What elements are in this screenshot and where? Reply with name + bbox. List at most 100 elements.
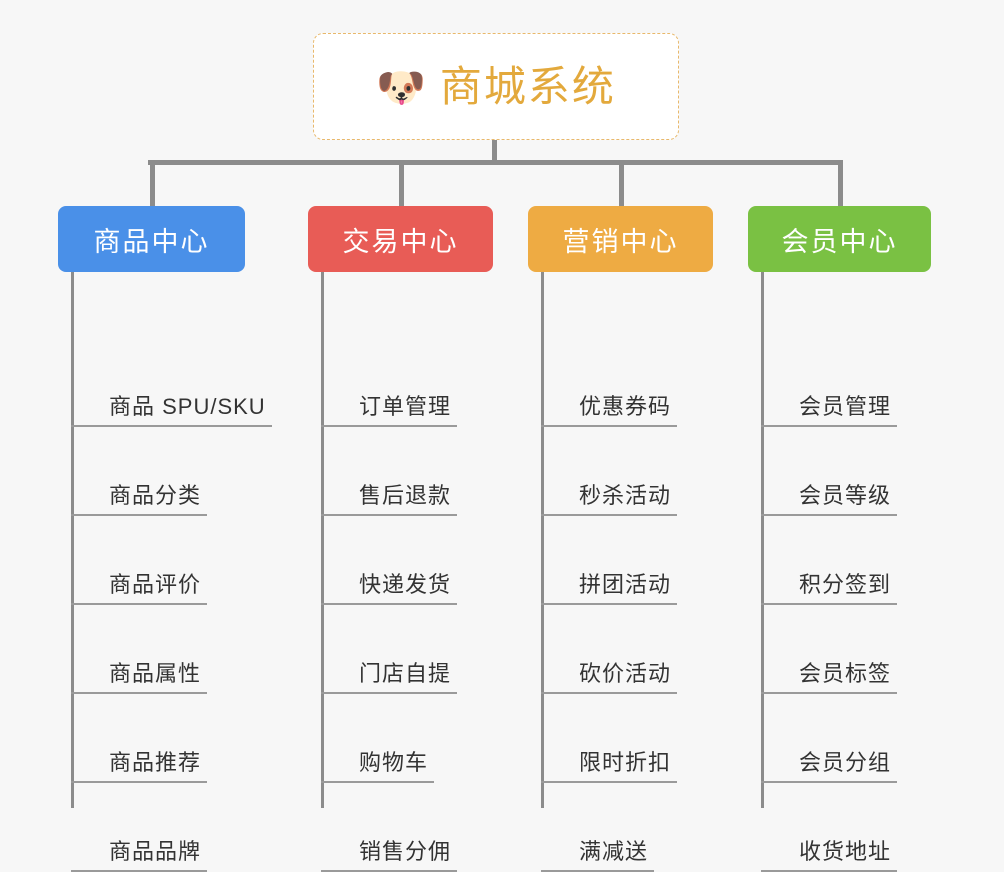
leaf-underline: 收货地址 (761, 838, 898, 872)
leaf-item[interactable]: 商品 SPU/SKU (71, 338, 272, 427)
column-product-center: 商品中心商品 SPU/SKU 商品分类商品评价商品属性商品推荐商品品牌 (58, 206, 272, 872)
connector-drop-member-center (838, 160, 843, 206)
leaf-item[interactable]: 商品分类 (71, 427, 208, 516)
leaf-underline: 限时折扣 (541, 749, 678, 783)
leaf-label: 售后退款 (359, 483, 452, 508)
leaf-label: 商品推荐 (109, 750, 202, 775)
leaf-label: 门店自提 (359, 661, 452, 686)
leaf-item[interactable]: 满减送 (541, 783, 655, 872)
leaf-underline: 购物车 (321, 749, 435, 783)
leaf-label: 收货地址 (799, 839, 892, 864)
leaf-underline: 快递发货 (321, 571, 458, 605)
column-marketing-center: 营销中心优惠券码秒杀活动拼团活动砍价活动限时折扣满减送 (528, 206, 713, 872)
leaf-underline: 会员管理 (761, 393, 898, 427)
leaf-item[interactable]: 会员分组 (761, 694, 898, 783)
leaf-underline: 拼团活动 (541, 571, 678, 605)
leaf-underline: 销售分佣 (321, 838, 458, 872)
leaf-label: 会员管理 (799, 394, 892, 419)
leaf-label: 会员等级 (799, 483, 892, 508)
leaf-item[interactable]: 砍价活动 (541, 605, 678, 694)
column-member-center: 会员中心会员管理会员等级积分签到会员标签会员分组收货地址 (748, 206, 931, 872)
column-spine-product-center (71, 272, 74, 808)
mindmap-canvas: 🐶 商城系统 商品中心商品 SPU/SKU 商品分类商品评价商品属性商品推荐商品品… (58, 33, 931, 872)
leaf-underline: 商品分类 (71, 482, 208, 516)
column-spine-member-center (761, 272, 764, 808)
leaf-label: 销售分佣 (359, 839, 452, 864)
leaf-item[interactable]: 商品推荐 (71, 694, 208, 783)
leaf-label: 拼团活动 (579, 572, 672, 597)
leaf-item[interactable]: 限时折扣 (541, 694, 678, 783)
leaf-item[interactable]: 门店自提 (321, 605, 458, 694)
leaf-label: 积分签到 (799, 572, 892, 597)
connector-drop-marketing-center (619, 160, 624, 206)
connector-root-stem (492, 140, 497, 164)
connector-bus (148, 160, 838, 165)
leaf-item[interactable]: 销售分佣 (321, 783, 458, 872)
connector-drop-trade-center (399, 160, 404, 206)
leaf-label: 商品 SPU/SKU (109, 394, 266, 419)
leaf-label: 会员标签 (799, 661, 892, 686)
leaf-label: 商品评价 (109, 572, 202, 597)
leaf-underline: 秒杀活动 (541, 482, 678, 516)
category-title: 交易中心 (342, 226, 459, 257)
root-node[interactable]: 🐶 商城系统 (313, 33, 679, 140)
leaf-label: 限时折扣 (579, 750, 672, 775)
leaf-underline: 商品 SPU/SKU (71, 393, 272, 427)
leaf-underline: 积分签到 (761, 571, 898, 605)
leaf-item[interactable]: 购物车 (321, 694, 435, 783)
category-header-product-center[interactable]: 商品中心 (58, 206, 245, 272)
leaf-item[interactable]: 快递发货 (321, 516, 458, 605)
leaf-item[interactable]: 秒杀活动 (541, 427, 678, 516)
leaf-item[interactable]: 拼团活动 (541, 516, 678, 605)
leaf-underline: 订单管理 (321, 393, 458, 427)
leaf-label: 优惠券码 (579, 394, 672, 419)
leaf-underline: 会员分组 (761, 749, 898, 783)
leaf-item[interactable]: 商品属性 (71, 605, 208, 694)
leaf-item[interactable]: 会员标签 (761, 605, 898, 694)
connector-drop-product-center (150, 160, 155, 206)
column-trade-center: 交易中心订单管理售后退款快递发货门店自提购物车销售分佣 (308, 206, 493, 872)
column-spine-marketing-center (541, 272, 544, 808)
category-header-member-center[interactable]: 会员中心 (748, 206, 931, 272)
leaf-label: 商品分类 (109, 483, 202, 508)
leaf-list-marketing-center: 优惠券码秒杀活动拼团活动砍价活动限时折扣满减送 (528, 272, 713, 872)
dog-face-icon: 🐶 (376, 65, 426, 110)
leaf-underline: 满减送 (541, 838, 655, 872)
leaf-underline: 会员等级 (761, 482, 898, 516)
leaf-item[interactable]: 售后退款 (321, 427, 458, 516)
leaf-item[interactable]: 优惠券码 (541, 338, 678, 427)
leaf-underline: 商品推荐 (71, 749, 208, 783)
leaf-item[interactable]: 会员管理 (761, 338, 898, 427)
leaf-underline: 砍价活动 (541, 660, 678, 694)
leaf-underline: 门店自提 (321, 660, 458, 694)
leaf-item[interactable]: 收货地址 (761, 783, 898, 872)
leaf-underline: 商品评价 (71, 571, 208, 605)
leaf-label: 购物车 (359, 750, 429, 775)
root-title: 商城系统 (439, 62, 616, 110)
leaf-underline: 商品属性 (71, 660, 208, 694)
leaf-list-member-center: 会员管理会员等级积分签到会员标签会员分组收货地址 (748, 272, 931, 872)
leaf-underline: 售后退款 (321, 482, 458, 516)
leaf-item[interactable]: 会员等级 (761, 427, 898, 516)
leaf-label: 满减送 (579, 839, 649, 864)
category-title: 会员中心 (781, 226, 898, 257)
category-title: 营销中心 (562, 226, 679, 257)
leaf-item[interactable]: 商品品牌 (71, 783, 208, 872)
leaf-underline: 商品品牌 (71, 838, 208, 872)
leaf-underline: 会员标签 (761, 660, 898, 694)
category-title: 商品中心 (93, 226, 210, 257)
leaf-item[interactable]: 订单管理 (321, 338, 458, 427)
leaf-label: 订单管理 (359, 394, 452, 419)
leaf-item[interactable]: 商品评价 (71, 516, 208, 605)
category-header-trade-center[interactable]: 交易中心 (308, 206, 493, 272)
leaf-item[interactable]: 积分签到 (761, 516, 898, 605)
leaf-label: 快递发货 (359, 572, 452, 597)
column-spine-trade-center (321, 272, 324, 808)
category-header-marketing-center[interactable]: 营销中心 (528, 206, 713, 272)
leaf-list-product-center: 商品 SPU/SKU 商品分类商品评价商品属性商品推荐商品品牌 (58, 272, 272, 872)
leaf-label: 砍价活动 (579, 661, 672, 686)
leaf-list-trade-center: 订单管理售后退款快递发货门店自提购物车销售分佣 (308, 272, 493, 872)
leaf-underline: 优惠券码 (541, 393, 678, 427)
leaf-label: 商品属性 (109, 661, 202, 686)
leaf-label: 秒杀活动 (579, 483, 672, 508)
